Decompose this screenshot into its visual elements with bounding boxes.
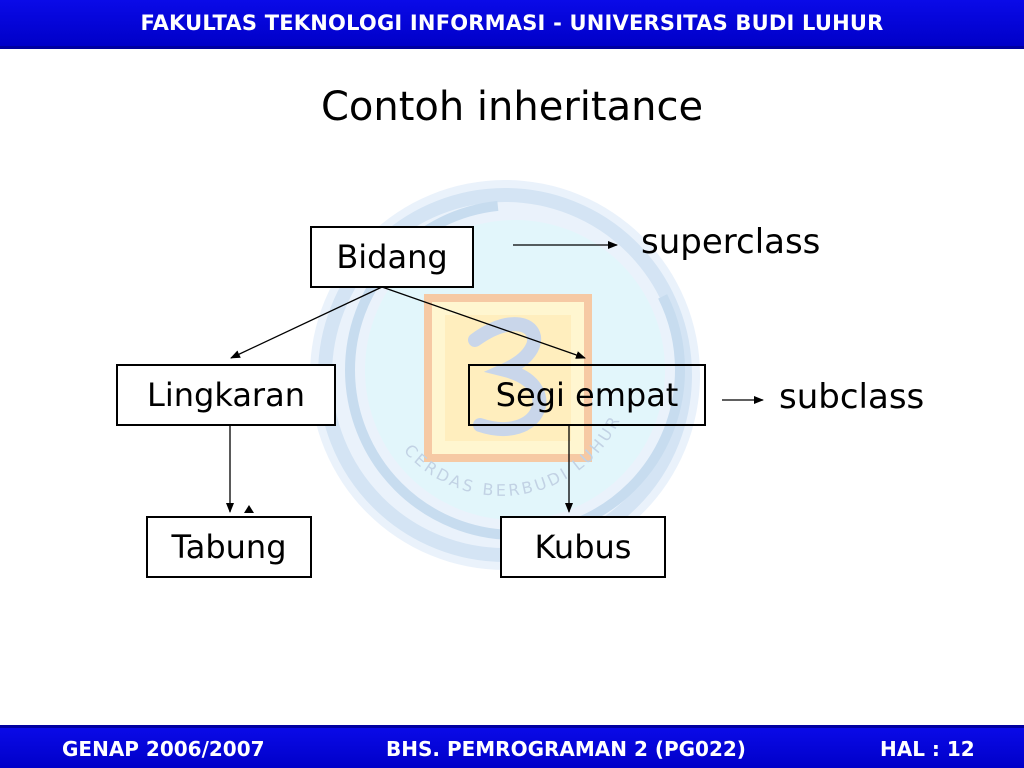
- stray-arrowhead: [244, 505, 254, 513]
- slide-title: Contoh inheritance: [320, 84, 704, 130]
- node-lingkaran: Lingkaran: [116, 364, 336, 426]
- label-superclass: superclass: [641, 222, 821, 262]
- footer-semester: GENAP 2006/2007: [62, 737, 265, 761]
- footer-page-number: HAL : 12: [880, 737, 975, 761]
- node-bidang: Bidang: [310, 226, 474, 288]
- header-bar: FAKULTAS TEKNOLOGI INFORMASI - UNIVERSIT…: [0, 0, 1024, 49]
- edge-bidang-lingkaran: [230, 286, 383, 359]
- footer-bar: GENAP 2006/2007 BHS. PEMROGRAMAN 2 (PG02…: [0, 725, 1024, 768]
- footer-course: BHS. PEMROGRAMAN 2 (PG022): [386, 737, 746, 761]
- label-subclass: subclass: [779, 377, 925, 417]
- edge-bidang-segi-empat: [381, 286, 586, 359]
- node-kubus: Kubus: [500, 516, 666, 578]
- node-segi-empat: Segi empat: [468, 364, 706, 426]
- header-title: FAKULTAS TEKNOLOGI INFORMASI - UNIVERSIT…: [140, 11, 884, 35]
- node-tabung: Tabung: [146, 516, 312, 578]
